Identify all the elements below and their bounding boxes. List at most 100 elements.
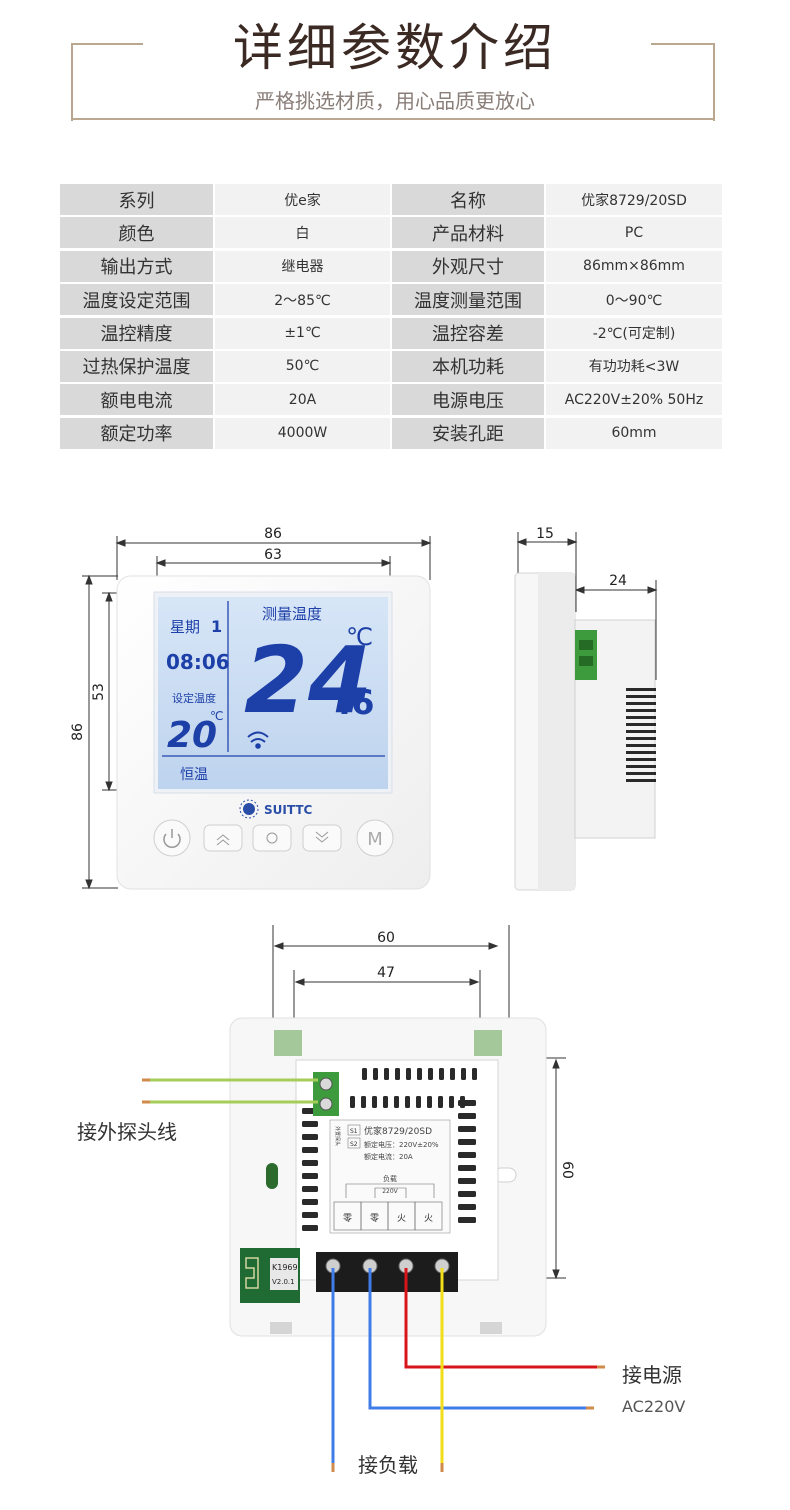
vent-slot <box>302 1160 318 1166</box>
vent-slot <box>626 695 656 698</box>
sticker-s1: S1 <box>350 1128 358 1135</box>
vent-slot <box>626 779 656 782</box>
vent-slot <box>302 1173 318 1179</box>
side-vents <box>626 688 656 782</box>
vent-slot <box>626 688 656 691</box>
vent-slot <box>302 1121 318 1127</box>
sticker-current: 额定电流：20A <box>364 1152 413 1161</box>
up-button[interactable] <box>203 824 243 852</box>
side-terminal-block <box>575 630 597 680</box>
power-button[interactable] <box>153 819 191 857</box>
power-wire-red <box>404 1268 600 1369</box>
probe-wire-tips <box>142 1078 150 1104</box>
dim-side-depth: 15 <box>536 526 554 542</box>
brand-name: SUITTC <box>264 803 312 817</box>
spec-label: 电源电压 <box>392 384 544 416</box>
vent-slot <box>417 1068 422 1080</box>
settings-button[interactable] <box>252 824 292 852</box>
menu-button[interactable] <box>356 819 394 857</box>
vent-slot <box>472 1068 477 1080</box>
label-power: 接电源 <box>622 1363 682 1387</box>
vent-slot <box>302 1147 318 1153</box>
vent-slot <box>361 1096 366 1108</box>
spec-label: 安装孔距 <box>392 417 544 449</box>
pcb-code-1: K1969 <box>272 1263 298 1272</box>
header-frame-right <box>651 43 715 121</box>
dim-screen-height: 53 <box>91 683 107 701</box>
vent-slot <box>626 744 656 747</box>
load-wire-blue-right <box>368 1268 590 1410</box>
sticker-terminal-row: 零零火火 <box>333 1201 443 1231</box>
spec-value: ±1℃ <box>215 317 390 349</box>
vent-slot <box>626 765 656 768</box>
spec-label: 输出方式 <box>60 250 213 282</box>
vent-slot <box>383 1096 388 1108</box>
vent-slot <box>416 1096 421 1108</box>
dim-side-back: 24 <box>609 573 627 589</box>
sticker-terminal-label: 火 <box>424 1213 433 1224</box>
front-dimensions <box>82 536 432 890</box>
sticker-voltage: 额定电压：220V±20% <box>364 1140 439 1149</box>
vent-slot <box>406 1068 411 1080</box>
vent-slot <box>626 730 656 733</box>
lcd-measure-dec: .6 <box>338 683 375 723</box>
spec-value: 86mm×86mm <box>546 250 722 282</box>
spec-label: 额电电流 <box>60 384 213 416</box>
vent-slot <box>626 758 656 761</box>
spec-label: 温控精度 <box>60 317 213 349</box>
label-ac220v: AC220V <box>622 1397 685 1416</box>
spec-label: 系列 <box>60 184 213 215</box>
left-mount-slot <box>266 1163 278 1189</box>
vent-slot <box>458 1100 476 1106</box>
down-button[interactable] <box>302 824 342 852</box>
vent-slot <box>373 1068 378 1080</box>
vent-slot <box>458 1165 476 1171</box>
spec-value: 优e家 <box>215 184 390 215</box>
vent-slot <box>626 716 656 719</box>
vent-slot <box>458 1191 476 1197</box>
spec-label: 温控容差 <box>392 317 544 349</box>
vent-slot <box>461 1068 466 1080</box>
sticker-s2: S2 <box>350 1141 358 1148</box>
page-title: 详细参数介绍 <box>233 19 557 77</box>
vent-slot <box>438 1096 443 1108</box>
menu-button-label: M <box>367 829 383 850</box>
spec-label: 产品材料 <box>392 217 544 249</box>
vent-slot <box>626 751 656 754</box>
back-vents <box>302 1068 477 1231</box>
dim-hole-distance: 60 <box>377 930 395 946</box>
lcd-set-label: 设定温度 <box>172 691 216 705</box>
vent-slot <box>458 1126 476 1132</box>
wire-tips <box>331 1365 605 1472</box>
spec-value: 50℃ <box>215 350 390 382</box>
spec-value: 0～90℃ <box>546 284 722 316</box>
sticker-probe-label: 外置探头 <box>334 1126 341 1146</box>
vent-slot <box>350 1096 355 1108</box>
lcd-weekday-value: 1 <box>211 617 222 636</box>
spec-value: -2℃(可定制) <box>546 317 722 349</box>
dim-front-width: 86 <box>264 526 282 542</box>
dim-module-width: 47 <box>377 965 395 981</box>
lcd-measure-unit: ℃ <box>346 623 373 651</box>
vent-slot <box>394 1096 399 1108</box>
pcb-code-2: V2.0.1 <box>272 1278 295 1286</box>
spec-value: 4000W <box>215 417 390 449</box>
vent-slot <box>458 1113 476 1119</box>
spec-value: 20A <box>215 384 390 416</box>
side-dimensions <box>516 532 658 680</box>
sticker-terminal-label: 火 <box>397 1213 406 1224</box>
vent-slot <box>362 1068 367 1080</box>
probe-wires <box>145 1078 318 1104</box>
sticker-220v: 220V <box>382 1188 398 1195</box>
power-terminal-screws <box>325 1258 450 1274</box>
dim-front-height: 86 <box>70 723 86 741</box>
lcd-set-unit: ℃ <box>210 709 223 723</box>
spec-value: 继电器 <box>215 250 390 282</box>
header-frame-bottom <box>71 118 713 120</box>
